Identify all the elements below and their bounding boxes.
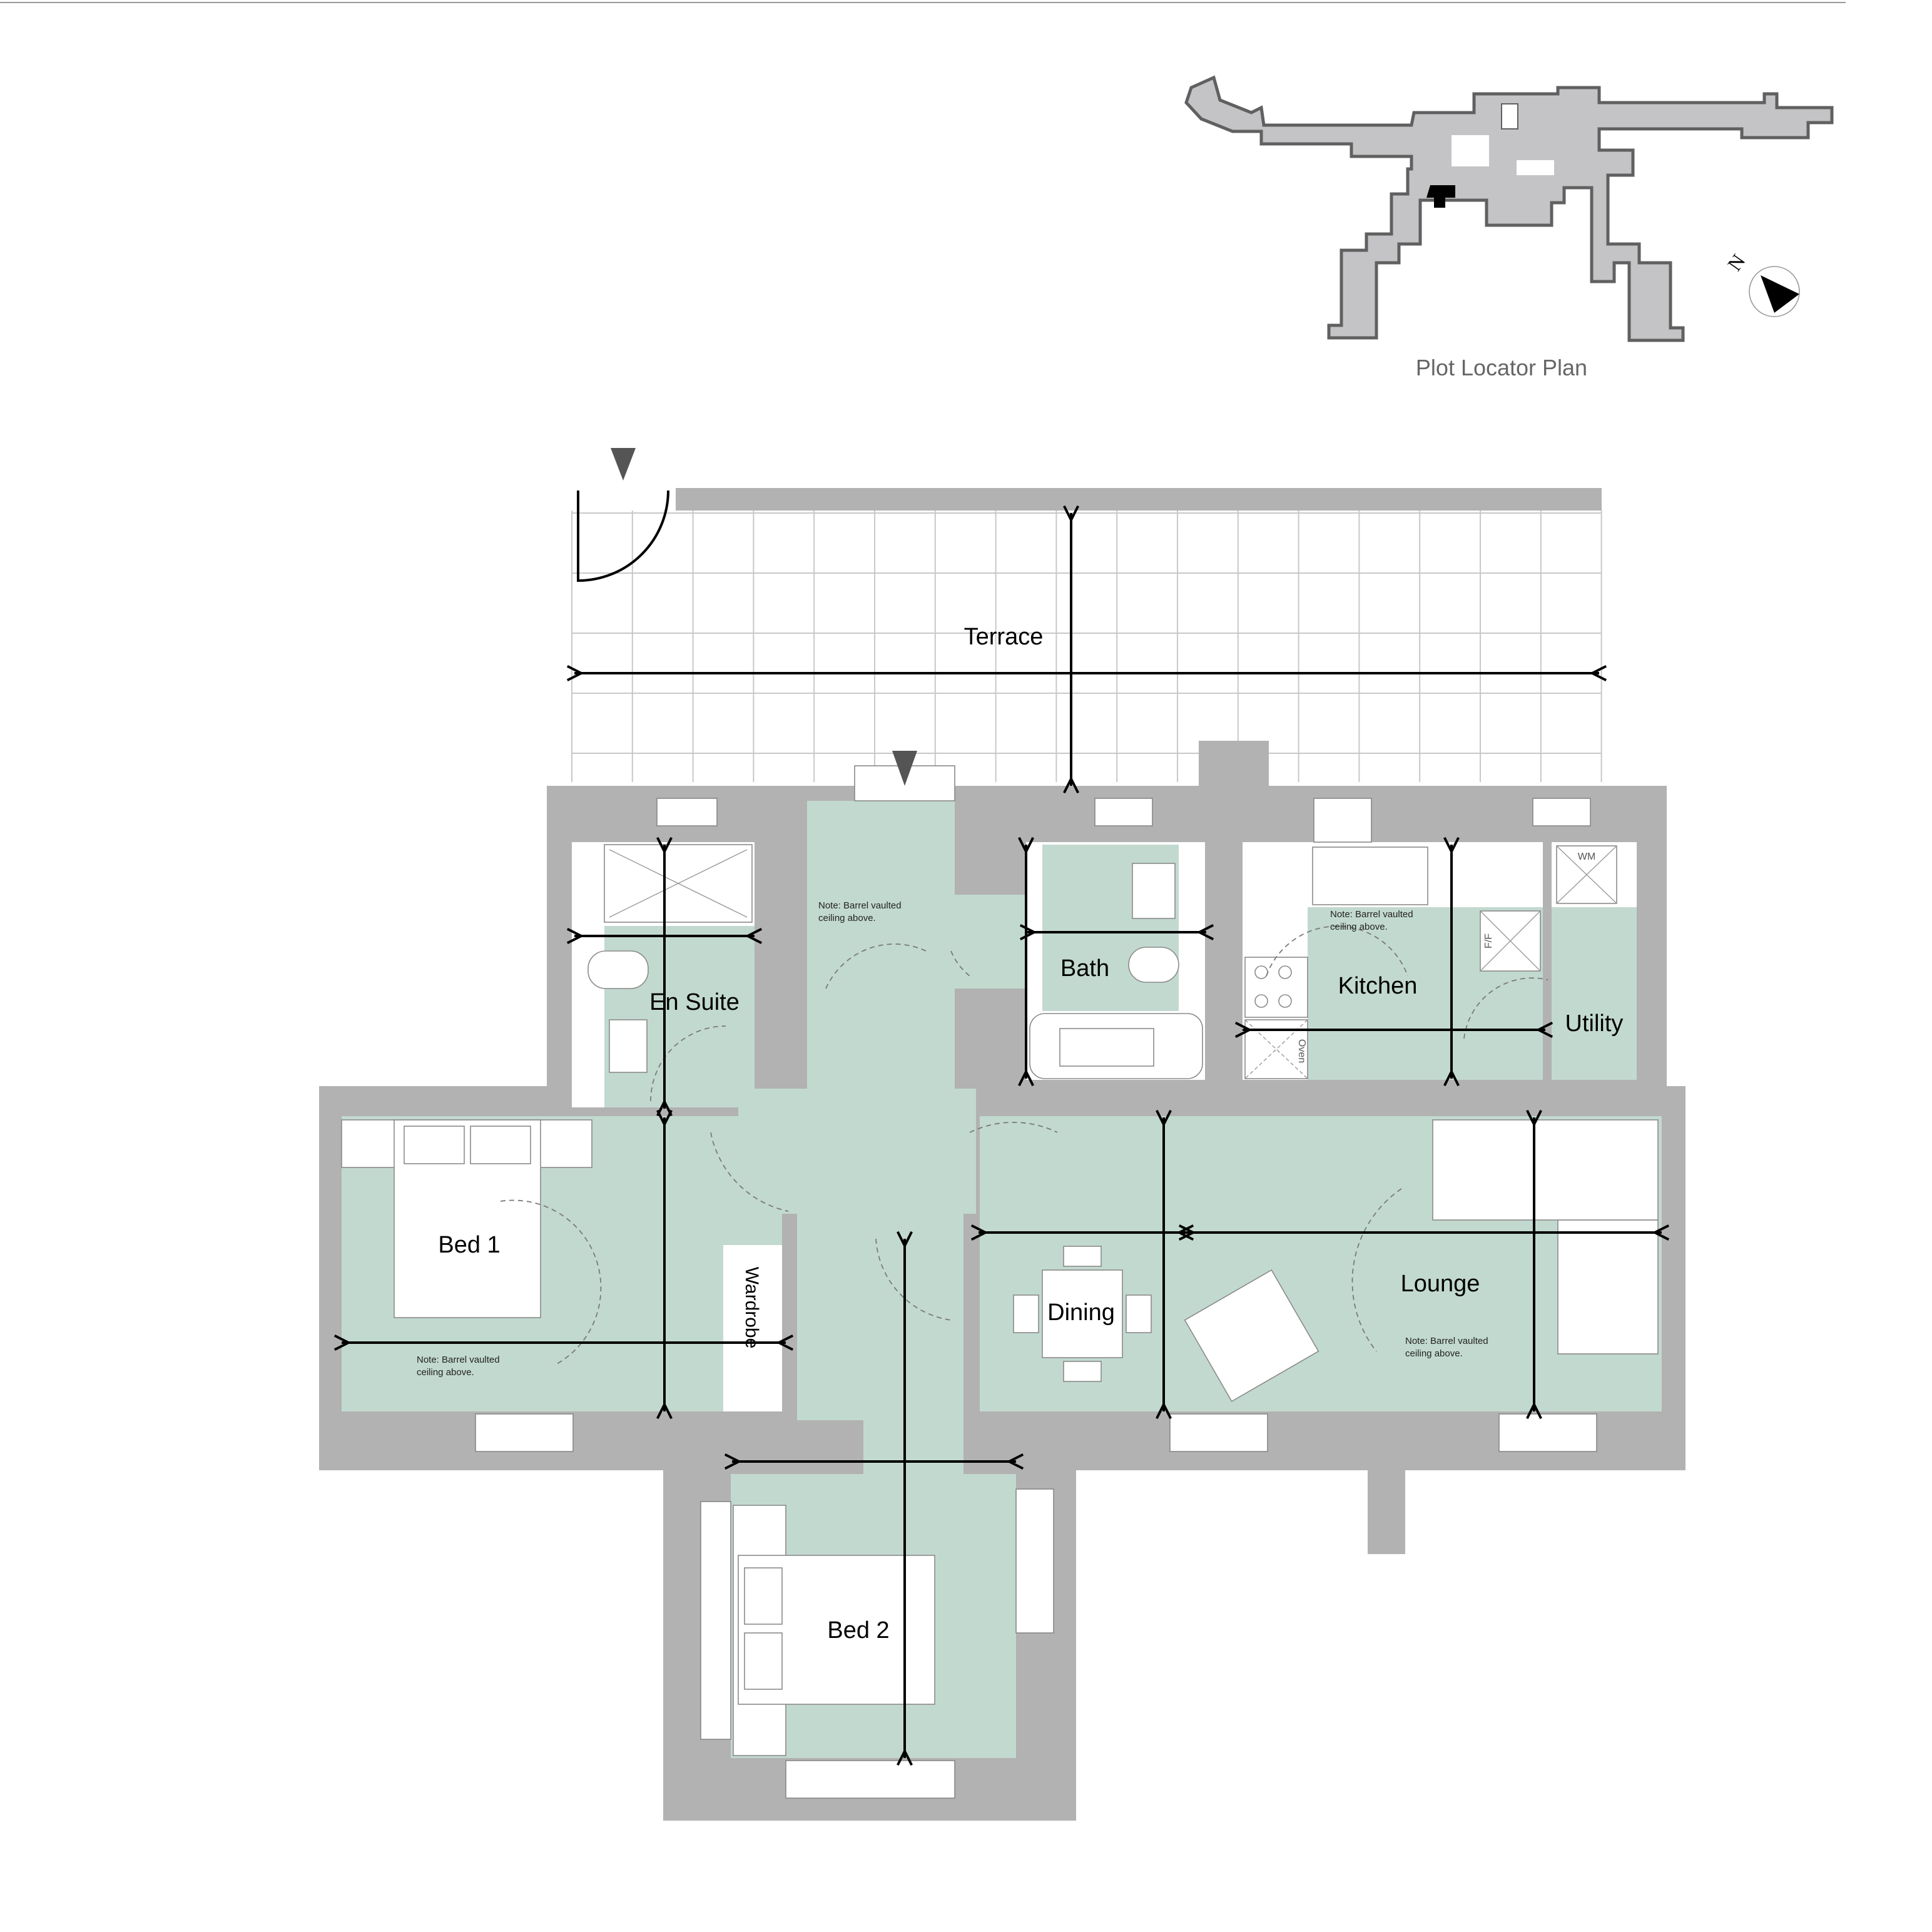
- entrance-arrow-icon: [892, 751, 917, 786]
- terrace: [571, 448, 1602, 782]
- ff-label: F/F: [1483, 933, 1494, 948]
- plot-locator-plan: N Plot Locator Plan: [1184, 75, 1834, 380]
- sink: [1312, 847, 1428, 905]
- hob: [1244, 957, 1308, 1018]
- label-bed1: Bed 1: [438, 1232, 500, 1258]
- entrance-arrow-icon: [611, 448, 636, 480]
- north-label: N: [1723, 250, 1750, 275]
- note-lounge-line2: ceiling above.: [1405, 1348, 1463, 1359]
- toilet: [587, 950, 649, 989]
- note-bed1-line1: Note: Barrel vaulted: [417, 1355, 500, 1365]
- dimension-lines: [342, 513, 1662, 1758]
- room-labels: Terrace En Suite Bath Kitchen Utility Be…: [438, 624, 1623, 1644]
- armchair: [1184, 1269, 1319, 1402]
- wardrobe: [723, 1245, 782, 1411]
- label-en-suite: En Suite: [649, 989, 740, 1015]
- ceiling-notes: Note: Barrel vaulted ceiling above. Note…: [417, 900, 1488, 1378]
- bath-basin: [1132, 863, 1176, 919]
- locator-title: Plot Locator Plan: [1416, 355, 1587, 380]
- note-lounge-line1: Note: Barrel vaulted: [1405, 1336, 1488, 1346]
- north-arrow-icon: N: [1723, 250, 1800, 317]
- dining-table: [1042, 1269, 1123, 1358]
- terrace-door-swing: [577, 490, 669, 582]
- label-bed2: Bed 2: [827, 1617, 889, 1644]
- wm-label: WM: [1578, 852, 1595, 862]
- plot-highlight: [1426, 185, 1455, 208]
- note-bed1-line2: ceiling above.: [417, 1367, 474, 1378]
- sofa: [1432, 1119, 1659, 1221]
- bath-toilet: [1128, 947, 1179, 983]
- note-hall-line2: ceiling above.: [818, 913, 876, 923]
- label-terrace: Terrace: [964, 624, 1044, 650]
- label-kitchen: Kitchen: [1338, 973, 1418, 999]
- note-kitchen-line2: ceiling above.: [1330, 922, 1388, 932]
- oven-label: Oven: [1296, 1039, 1307, 1063]
- label-lounge: Lounge: [1401, 1271, 1480, 1297]
- label-dining: Dining: [1047, 1299, 1115, 1326]
- fixtures: Oven F/F WM: [341, 844, 1659, 1756]
- windows: [475, 765, 1597, 1799]
- label-utility: Utility: [1565, 1010, 1624, 1037]
- label-wardrobe: Wardrobe: [741, 1267, 762, 1349]
- note-hall-line1: Note: Barrel vaulted: [818, 900, 902, 911]
- basin: [609, 1019, 648, 1073]
- note-kitchen-line1: Note: Barrel vaulted: [1330, 909, 1413, 920]
- label-bath: Bath: [1060, 955, 1109, 982]
